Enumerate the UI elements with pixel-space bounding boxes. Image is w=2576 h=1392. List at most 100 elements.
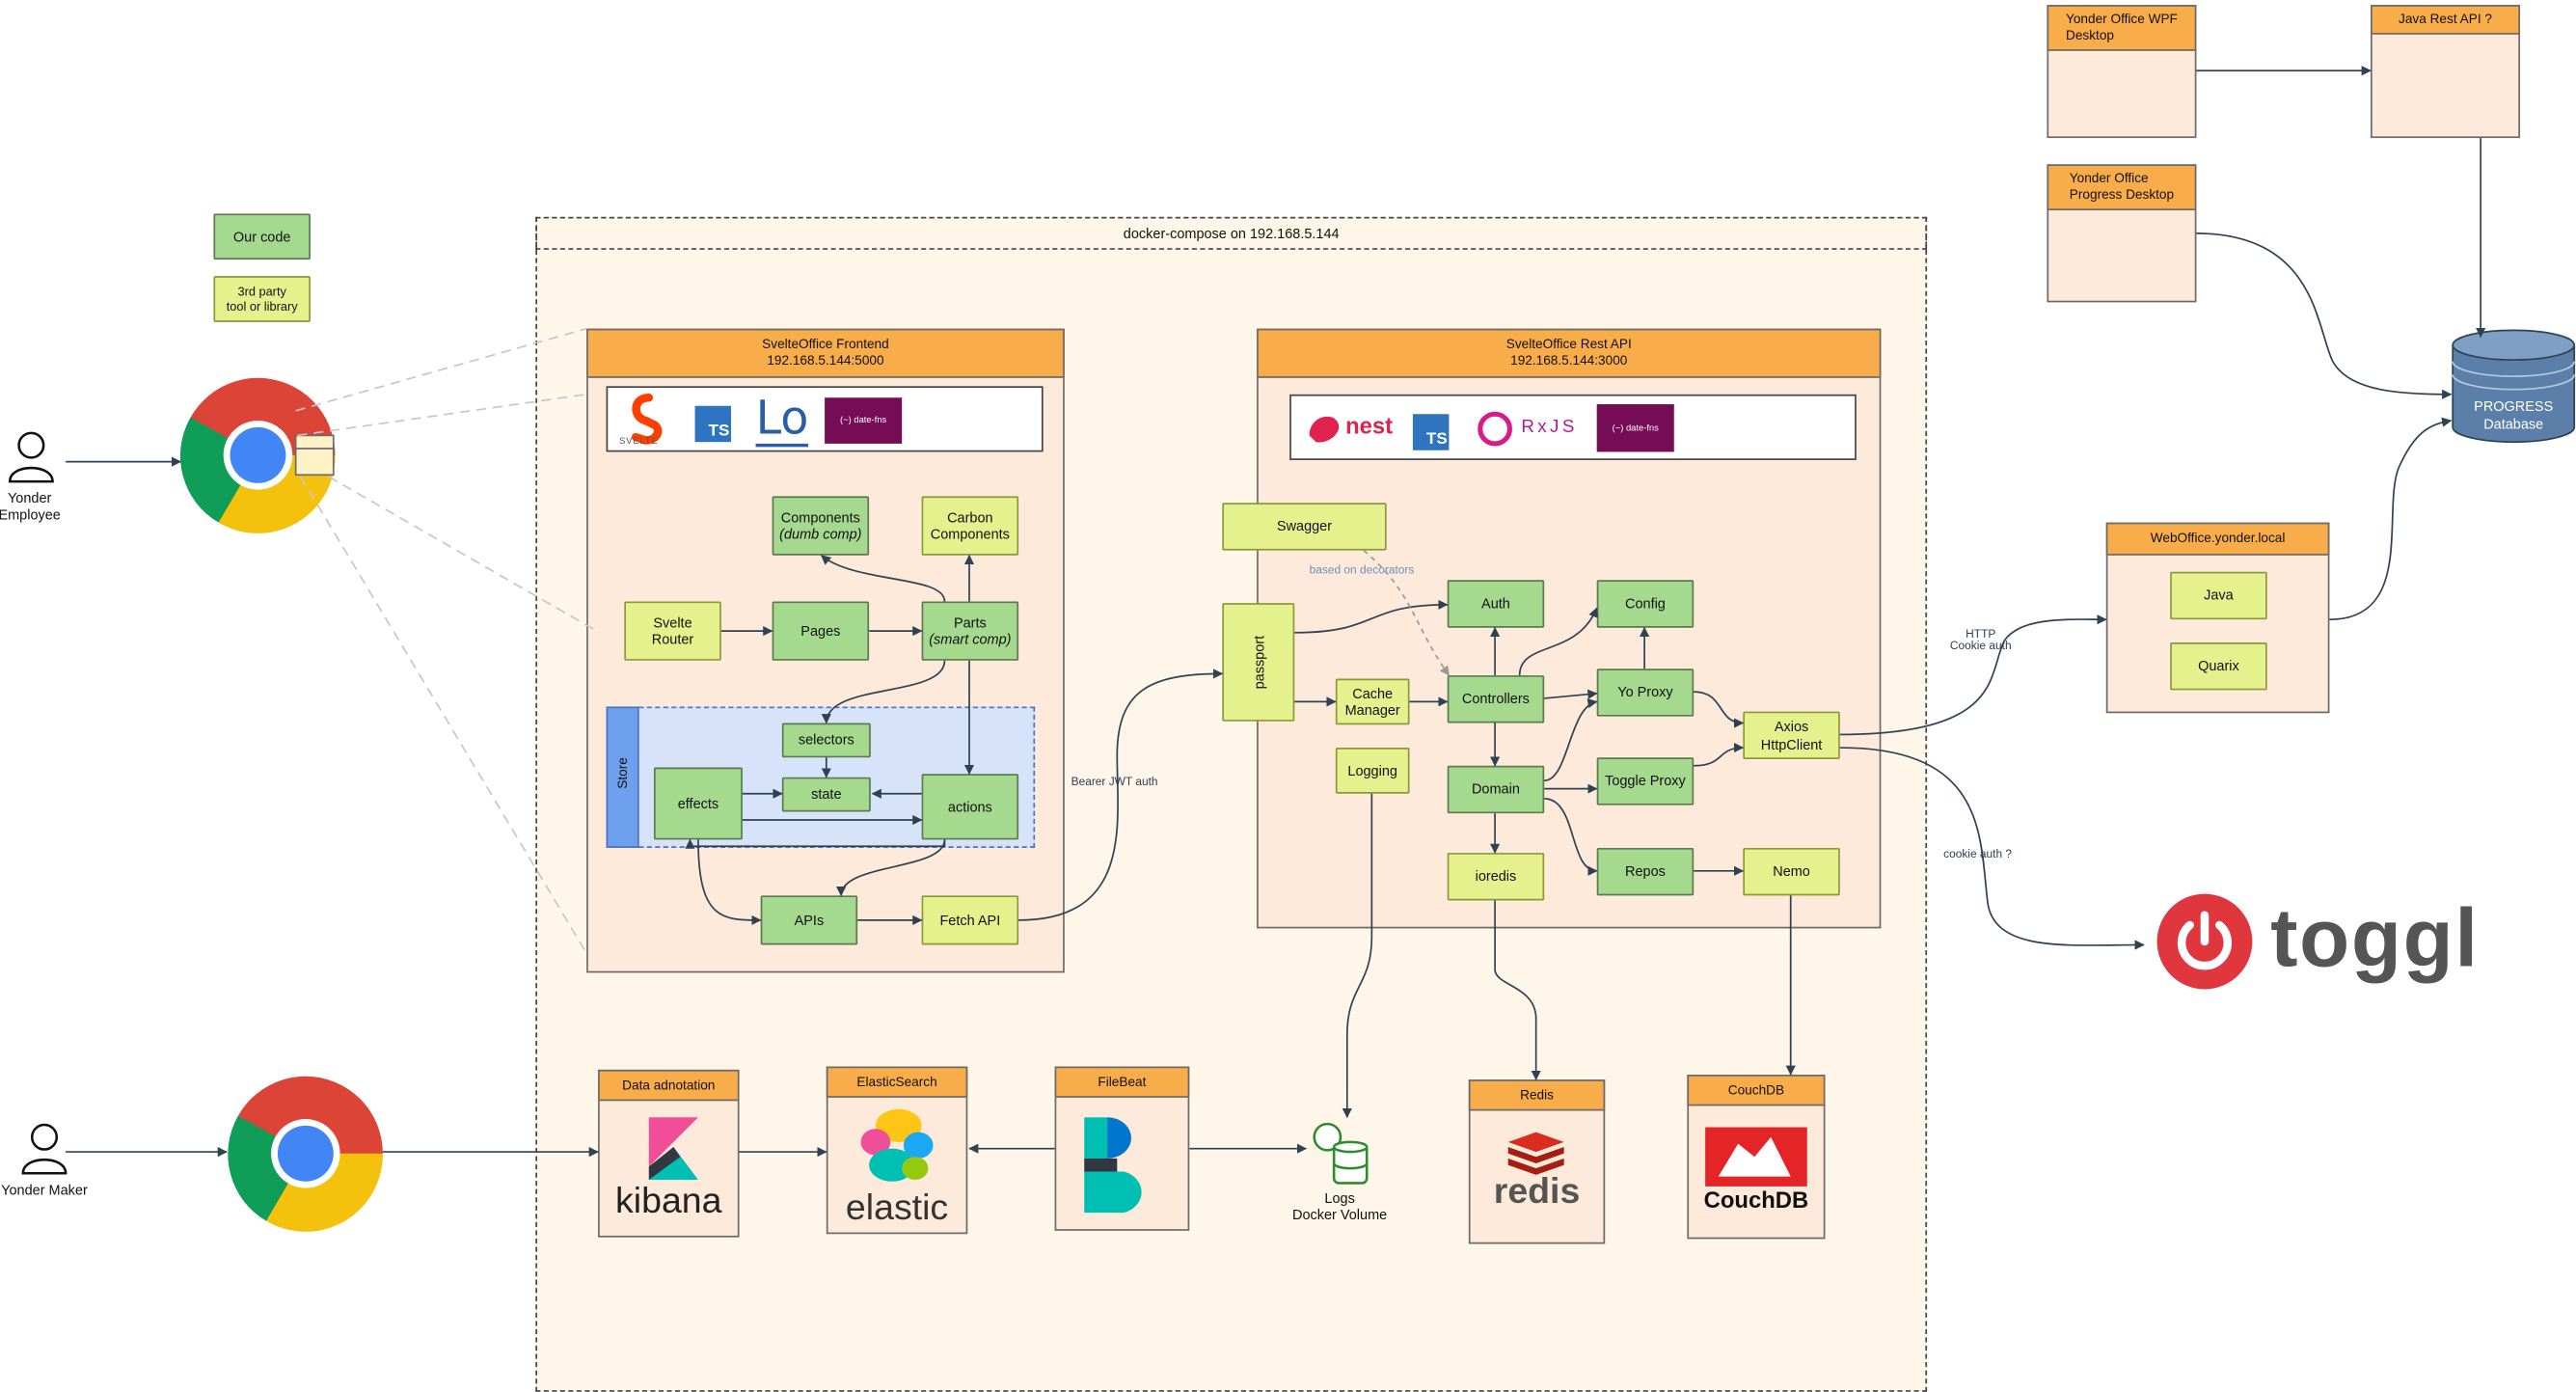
components-sub: (dumb comp) bbox=[779, 526, 862, 543]
http-cookie-label: HTTP Cookie auth bbox=[1949, 629, 2012, 653]
logs-volume-label: Logs Docker Volume bbox=[1292, 1189, 1388, 1223]
edge-domain-repos bbox=[1544, 798, 1598, 876]
kibana-logo-text: kibana bbox=[615, 1180, 722, 1221]
swagger-node: Swagger bbox=[1222, 503, 1387, 551]
parts-node: Parts (smart comp) bbox=[921, 601, 1019, 661]
edge-actions-apis bbox=[836, 839, 946, 897]
edge-axios-weboffice bbox=[1839, 614, 2107, 736]
elastic-icon bbox=[860, 1108, 934, 1182]
pages-node: Pages bbox=[772, 601, 870, 661]
edge-progressdesktop-db bbox=[2196, 232, 2453, 399]
proj-line-4 bbox=[299, 476, 587, 954]
legend-third-party: 3rd party tool or library bbox=[213, 276, 311, 322]
redis-icon bbox=[1507, 1132, 1564, 1175]
domain-node: Domain bbox=[1447, 765, 1545, 814]
frontend-logo-strip: SVELTE TS Lo (~) date-fns bbox=[606, 386, 1044, 452]
couchdb-icon bbox=[1705, 1127, 1807, 1187]
redis-logo-text: redis bbox=[1493, 1169, 1581, 1212]
chrome-browser-maker-icon bbox=[228, 1076, 383, 1232]
frontend-title: SvelteOffice Frontend bbox=[762, 337, 889, 353]
logging-node: Logging bbox=[1335, 748, 1410, 794]
apis-node: APIs bbox=[760, 895, 858, 945]
maker-person-icon bbox=[21, 1123, 68, 1175]
svelte-logo-text: SVELTE bbox=[619, 437, 659, 448]
backend-header: SvelteOffice Rest API 192.168.5.144:3000 bbox=[1257, 328, 1882, 378]
edge-yoproxy-axios bbox=[1694, 691, 1745, 728]
auth-node: Auth bbox=[1447, 580, 1545, 628]
state-node: state bbox=[781, 777, 871, 812]
parts-label: Parts bbox=[953, 614, 987, 631]
java-rest-header: Java Rest API ? bbox=[2371, 5, 2521, 35]
based-on-decorators-label: based on decorators bbox=[1309, 564, 1415, 577]
cache-manager-node: Cache Manager bbox=[1335, 678, 1410, 725]
bearer-jwt-label: Bearer JWT auth bbox=[1071, 777, 1158, 789]
progress-desktop-header: Yonder Office Progress Desktop bbox=[2047, 164, 2197, 211]
backend-datefns-logo: (~) date-fns bbox=[1596, 404, 1674, 452]
chrome-browser-employee-icon bbox=[179, 377, 336, 533]
toggle-proxy-node: Toggle Proxy bbox=[1596, 757, 1695, 805]
axios-httpclient-node: Axios HttpClient bbox=[1743, 711, 1840, 759]
edge-domain-yoproxy bbox=[1544, 697, 1598, 781]
edge-logging-logs bbox=[1342, 793, 1373, 1119]
legend-our-code: Our code bbox=[213, 213, 311, 260]
edge-fetch-passport bbox=[1018, 669, 1224, 921]
couchdb-logo-text: CouchDB bbox=[1703, 1186, 1809, 1214]
proj-line-3 bbox=[328, 476, 601, 634]
wpf-desktop-header: Yonder Office WPF Desktop bbox=[2047, 5, 2197, 51]
quarix-node: Quarix bbox=[2170, 642, 2267, 691]
rxjs-logo-text: RxJS bbox=[1521, 417, 1578, 438]
kibana-header: Data adnotation bbox=[598, 1069, 740, 1102]
filebeat-header: FileBeat bbox=[1054, 1066, 1190, 1098]
lodash-underline bbox=[755, 443, 809, 448]
carbon-components-node: Carbon Components bbox=[921, 496, 1019, 556]
selectors-node: selectors bbox=[781, 723, 871, 758]
employee-label: Yonder Employee bbox=[0, 489, 61, 523]
edge-passport-auth bbox=[1294, 599, 1449, 634]
backend-logo-strip: nest TS RxJS (~) date-fns bbox=[1289, 394, 1857, 460]
yo-proxy-node: Yo Proxy bbox=[1596, 669, 1695, 717]
ts-logo: TS bbox=[694, 405, 732, 443]
frontend-header: SvelteOffice Frontend 192.168.5.144:5000 bbox=[586, 328, 1065, 378]
edge-axios-toggl bbox=[1839, 747, 2145, 950]
backend-address: 192.168.5.144:3000 bbox=[1510, 353, 1628, 368]
components-node: Components (dumb comp) bbox=[772, 496, 870, 556]
lodash-logo: Lo bbox=[755, 391, 809, 446]
actions-node: actions bbox=[921, 774, 1019, 840]
elastic-logo-text: elastic bbox=[845, 1186, 949, 1228]
controllers-node: Controllers bbox=[1447, 675, 1545, 723]
proj-line-2 bbox=[297, 393, 587, 437]
edge-controllers-config bbox=[1518, 607, 1598, 676]
kibana-icon bbox=[648, 1117, 698, 1181]
maker-label: Yonder Maker bbox=[1, 1181, 88, 1198]
edge-parts-selectors bbox=[821, 660, 946, 724]
proj-line-1 bbox=[295, 327, 587, 412]
config-node: Config bbox=[1596, 580, 1695, 628]
components-label: Components bbox=[780, 508, 860, 526]
edge-toggleproxy-axios bbox=[1694, 742, 1745, 767]
weboffice-header: WebOffice.yonder.local bbox=[2105, 522, 2330, 556]
parts-sub: (smart comp) bbox=[929, 631, 1012, 648]
edge-weboffice-db bbox=[2329, 417, 2453, 621]
java-node: Java bbox=[2170, 571, 2267, 620]
datefns-logo: (~) date-fns bbox=[825, 397, 903, 444]
edge-actions-effects bbox=[685, 838, 946, 849]
frontend-address: 192.168.5.144:5000 bbox=[767, 353, 884, 368]
effects-node: effects bbox=[653, 767, 743, 840]
elastic-header: ElasticSearch bbox=[826, 1066, 968, 1098]
employee-person-icon bbox=[8, 431, 54, 483]
repos-node: Repos bbox=[1596, 847, 1695, 896]
backend-ts-logo: TS bbox=[1412, 414, 1450, 450]
edge-effects-apis bbox=[697, 839, 762, 926]
store-band bbox=[606, 706, 639, 848]
couchdb-header: CouchDB bbox=[1687, 1075, 1826, 1106]
nest-logo-text: nest bbox=[1345, 412, 1394, 439]
redis-header: Redis bbox=[1468, 1079, 1606, 1111]
docker-compose-title: docker-compose on 192.168.5.144 bbox=[535, 216, 1928, 250]
passport-node: passport bbox=[1222, 603, 1295, 722]
logs-volume-icon bbox=[1313, 1122, 1369, 1185]
cookie-auth-q-label: cookie auth ? bbox=[1943, 849, 2013, 861]
toggl-power-icon bbox=[2156, 893, 2253, 990]
filebeat-icon bbox=[1084, 1117, 1142, 1214]
edge-ioredis-redis bbox=[1494, 900, 1541, 1080]
